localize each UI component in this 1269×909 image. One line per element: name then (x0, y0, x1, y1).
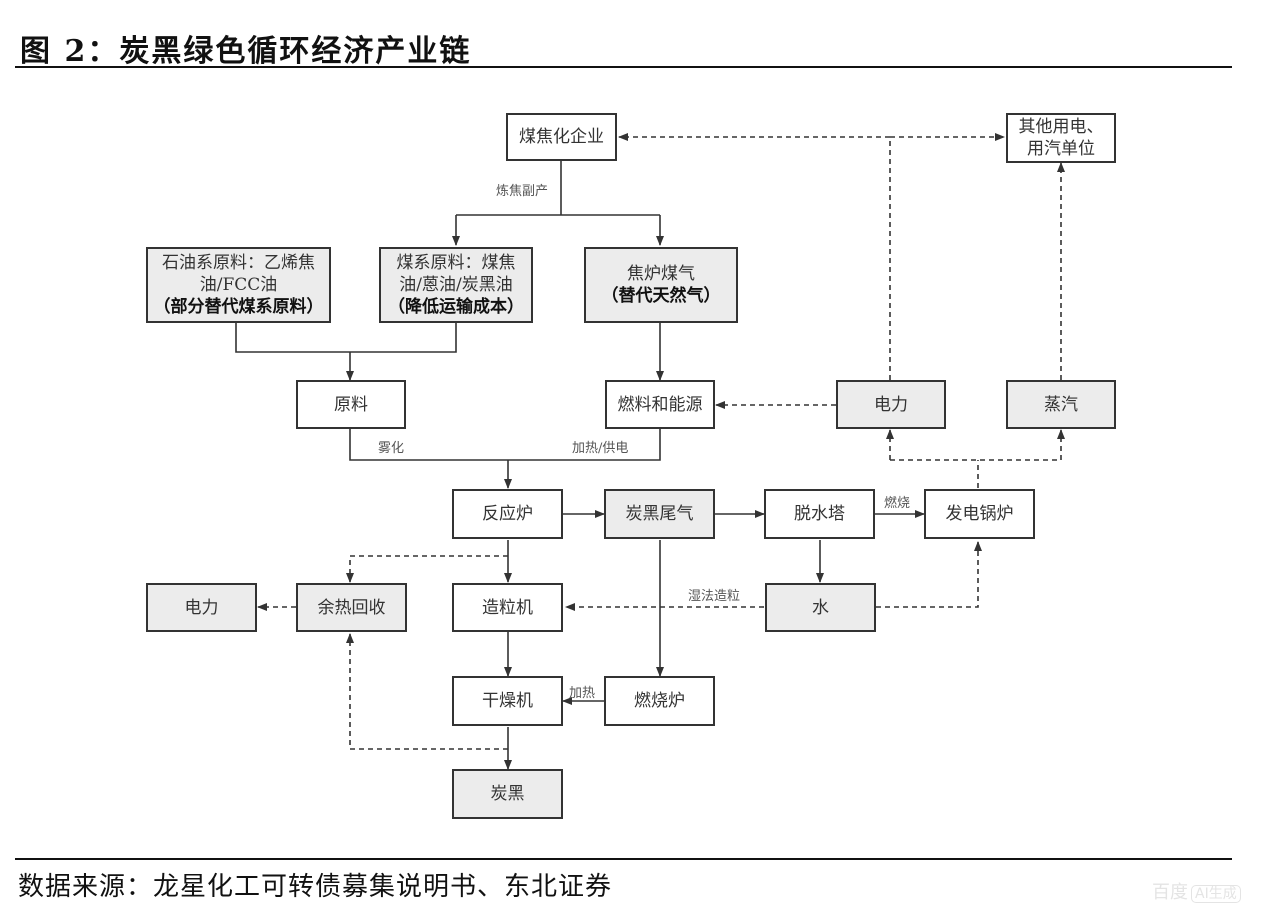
edge-reactor-waste-heat (346, 555, 508, 583)
edge-label-wet-granulation: 湿法造粒 (688, 589, 741, 604)
source-rule (15, 858, 1232, 860)
node-fuel-energy: 燃料和能源 (605, 380, 715, 429)
node-label-line2: 用汽单位 (1027, 139, 1095, 159)
node-coking-enterprise: 煤焦化企业 (506, 113, 617, 161)
edge-label-coking-byproduct: 炼焦副产 (496, 184, 549, 199)
node-carbon-black: 炭黑 (452, 769, 563, 819)
edge-raw-fuel-merge (349, 428, 661, 461)
node-label: 余热回收 (317, 597, 386, 618)
node-water: 水 (765, 583, 876, 632)
figure-title: 图 2：炭黑绿色循环经济产业链 (20, 34, 472, 69)
node-label: 燃料和能源 (617, 394, 703, 415)
solid-edges (235, 160, 925, 770)
watermark-badge: AI生成 (1191, 885, 1241, 903)
edge-water-boiler (876, 541, 982, 608)
data-source: 数据来源：龙星化工可转债募集说明书、东北证券 (18, 872, 613, 902)
node-petroleum-feedstock: 石油系原料：乙烯焦 油/FCC油 （部分替代煤系原料） (146, 247, 331, 323)
node-dehydration-tower: 脱水塔 (764, 489, 875, 539)
node-power-top: 电力 (836, 380, 946, 429)
node-label: 反应炉 (482, 504, 533, 524)
title-rule (15, 66, 1232, 68)
node-tail-gas: 炭黑尾气 (604, 489, 715, 539)
node-steam: 蒸汽 (1006, 380, 1116, 429)
node-label: 水 (812, 597, 829, 618)
node-note: （降低运输成本） (388, 297, 524, 317)
node-label-line1: 焦炉煤气 (627, 264, 695, 284)
node-incinerator: 燃烧炉 (604, 676, 715, 726)
node-raw-material: 原料 (296, 380, 406, 429)
node-power-boiler: 发电锅炉 (924, 489, 1035, 539)
node-label: 原料 (334, 394, 368, 415)
edge-label-atomization: 雾化 (378, 441, 405, 456)
node-label: 蒸汽 (1044, 394, 1078, 415)
node-label-line2: 油/FCC油 (199, 275, 278, 295)
node-label: 炭黑 (490, 784, 525, 804)
node-power-left: 电力 (146, 583, 257, 632)
node-waste-heat: 余热回收 (296, 583, 407, 632)
edge-dryer-waste-heat (346, 633, 508, 750)
node-label: 电力 (874, 394, 908, 415)
node-label-line1: 煤系原料：煤焦 (396, 253, 516, 273)
node-label: 脱水塔 (794, 504, 845, 524)
edge-label-heating-power: 加热/供电 (572, 441, 629, 456)
node-label: 造粒机 (482, 597, 533, 618)
node-label: 电力 (184, 597, 219, 618)
node-note: （替代天然气） (601, 286, 721, 306)
node-granulator: 造粒机 (452, 583, 563, 632)
watermark-brand: 百度 (1152, 882, 1188, 903)
edge-label-heating: 加热 (569, 686, 596, 701)
edge-label-combustion: 燃烧 (884, 496, 911, 511)
edge-petro-down (235, 323, 457, 353)
node-dryer: 干燥机 (452, 676, 563, 726)
node-label: 干燥机 (482, 691, 533, 711)
node-reactor: 反应炉 (452, 489, 563, 539)
dashed-edges (257, 133, 1065, 750)
node-coke-oven-gas: 焦炉煤气 （替代天然气） (584, 247, 738, 323)
node-note: （部分替代煤系原料） (153, 297, 324, 317)
node-label-line2: 油/蒽油/炭黑油 (399, 275, 513, 295)
node-label-line1: 石油系原料：乙烯焦 (162, 253, 315, 273)
node-label: 炭黑尾气 (625, 504, 694, 524)
node-label-line1: 其他用电、 (1018, 117, 1104, 137)
node-label: 发电锅炉 (945, 504, 1014, 524)
node-label: 燃烧炉 (634, 691, 685, 711)
node-label: 煤焦化企业 (519, 127, 604, 147)
node-coal-feedstock: 煤系原料：煤焦 油/蒽油/炭黑油 （降低运输成本） (379, 247, 533, 323)
node-other-users: 其他用电、 用汽单位 (1006, 113, 1116, 163)
